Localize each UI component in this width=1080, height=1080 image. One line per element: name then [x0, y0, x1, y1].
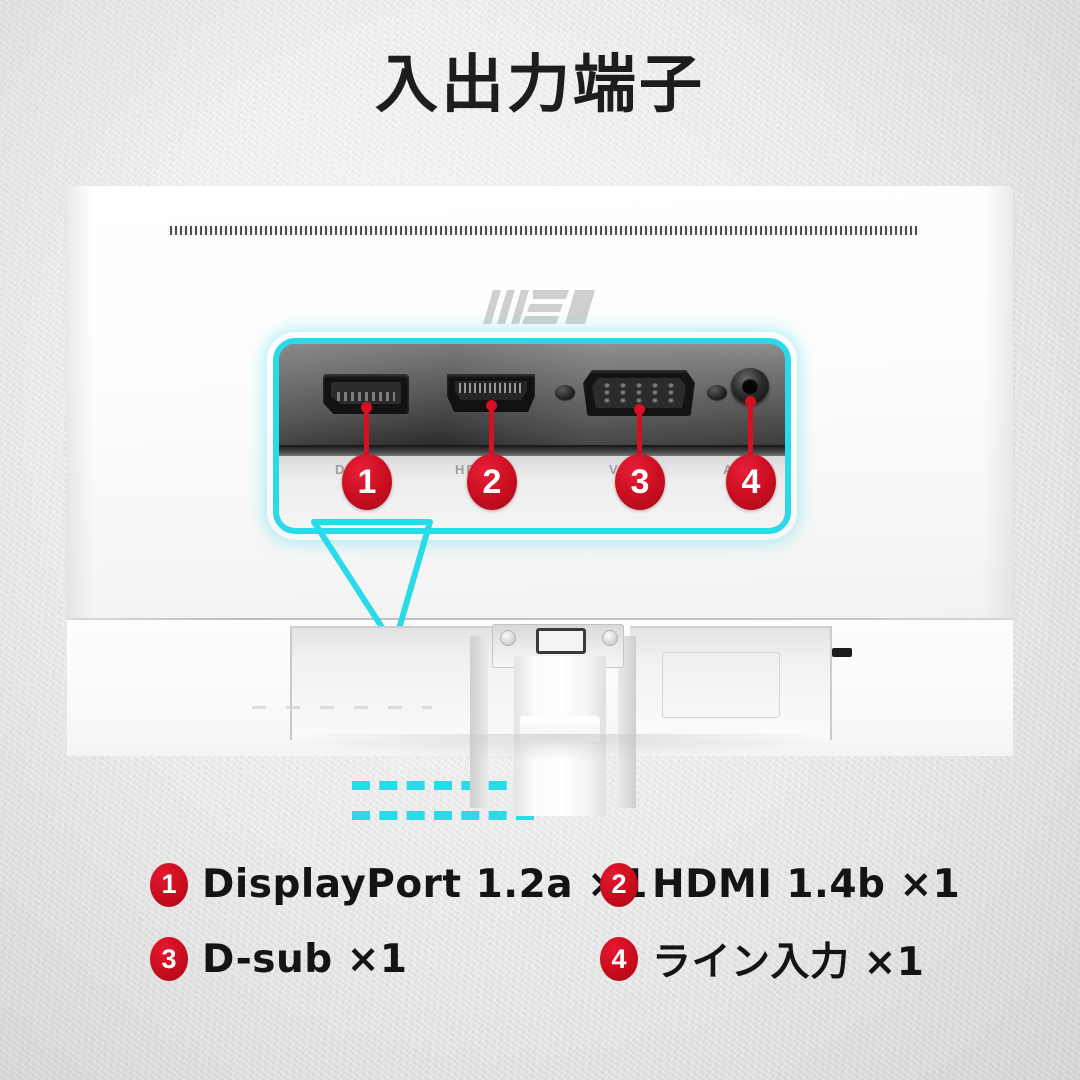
vga-screwpost-right	[707, 385, 727, 400]
port-area-dash-bottom	[352, 811, 534, 820]
displayport-pins	[337, 392, 395, 401]
vga-screwpost-left	[555, 385, 575, 400]
panel-shadow-right	[983, 186, 1013, 618]
legend-item-dsub: 3 D-sub ×1	[150, 931, 600, 987]
port-legend: 1 DisplayPort 1.2a ×1 2 HDMI 1.4b ×1 3 D…	[150, 862, 960, 1011]
legend-label-hdmi: HDMI 1.4b ×1	[652, 862, 961, 907]
msi-logo-icon	[477, 286, 603, 328]
stand-arm-left	[470, 636, 488, 808]
audio-jack-hole	[742, 379, 758, 394]
leader-line-1	[364, 406, 369, 484]
legend-badge-2: 2	[600, 862, 638, 907]
legend-label-displayport: DisplayPort 1.2a ×1	[202, 862, 648, 907]
panel-seam-line	[67, 618, 1013, 620]
vesa-screw-left	[500, 630, 516, 646]
ventilation-slots	[170, 226, 918, 235]
port-marker-2: 2	[467, 454, 517, 510]
vesa-screw-right	[602, 630, 618, 646]
leader-line-3	[637, 408, 642, 484]
port-area-dash-left	[352, 781, 358, 820]
monitor-illustration: DP HDMI VGA Audio 1 2 3 4	[62, 186, 1018, 820]
legend-label-line-in: ライン入力 ×1	[652, 940, 925, 985]
hdmi-pins	[459, 383, 523, 393]
vga-pins	[599, 383, 679, 404]
stand-arm-right	[618, 636, 636, 808]
leader-dot-2	[486, 400, 497, 411]
leader-line-2	[489, 404, 494, 484]
leader-line-4	[748, 400, 753, 484]
leader-dot-3	[634, 404, 645, 415]
leader-dot-1	[361, 402, 372, 413]
port-strip-edge	[279, 445, 785, 459]
legend-item-displayport: 1 DisplayPort 1.2a ×1	[150, 862, 647, 907]
port-marker-1: 1	[342, 454, 392, 510]
vesa-cable-slot	[536, 628, 586, 654]
port-marker-3: 3	[615, 454, 665, 510]
port-callout-box: DP HDMI VGA Audio 1 2 3 4	[273, 338, 791, 534]
rear-recess-inset	[662, 652, 780, 718]
legend-badge-1: 1	[150, 862, 188, 907]
port-photo: DP HDMI VGA Audio 1 2 3 4	[279, 344, 785, 528]
panel-bottom-dashes	[252, 706, 432, 709]
legend-badge-4: 4	[600, 937, 638, 981]
leader-dot-4	[745, 396, 756, 407]
panel-shadow-left	[67, 186, 93, 618]
page-title: 入出力端子	[375, 48, 705, 121]
legend-label-dsub: D-sub ×1	[202, 936, 408, 982]
port-area-dash-top	[352, 781, 534, 790]
legend-item-line-in: 4 ライン入力 ×1	[600, 931, 950, 987]
legend-badge-3: 3	[150, 937, 188, 981]
legend-item-hdmi: 2 HDMI 1.4b ×1	[600, 862, 960, 907]
power-indicator-icon	[832, 648, 852, 657]
stand-base-shadow	[292, 734, 832, 760]
legend-row-1: 1 DisplayPort 1.2a ×1 2 HDMI 1.4b ×1	[150, 862, 960, 907]
port-marker-4: 4	[726, 454, 776, 510]
legend-row-2: 3 D-sub ×1 4 ライン入力 ×1	[150, 931, 950, 987]
